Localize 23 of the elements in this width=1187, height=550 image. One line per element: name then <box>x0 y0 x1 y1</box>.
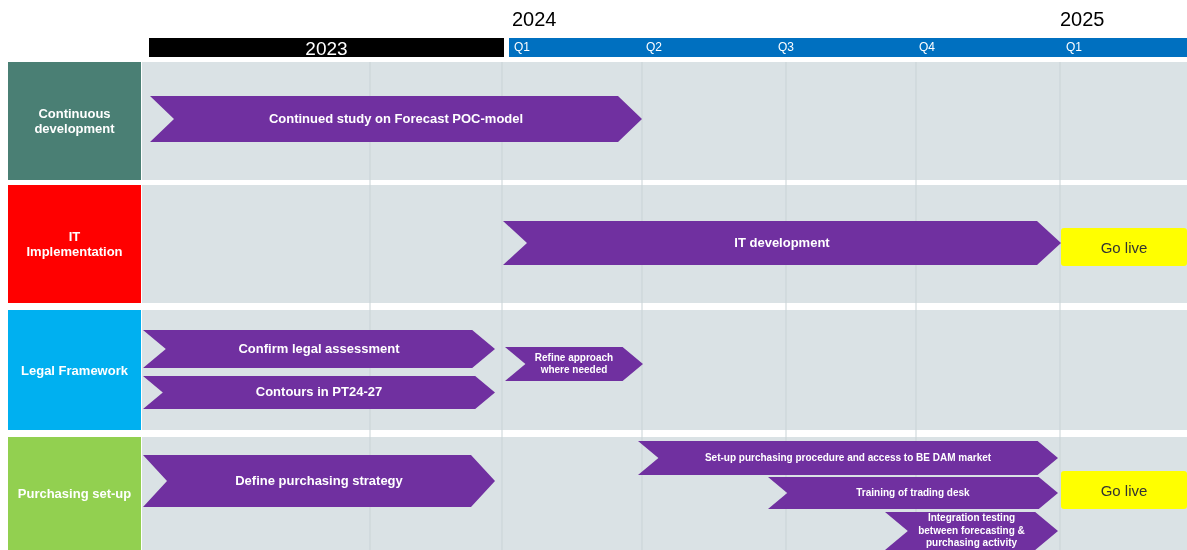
task-bar: IT development <box>503 221 1061 265</box>
lane-header: Continuous development <box>8 62 141 180</box>
quarter-label: Q2 <box>646 40 662 55</box>
task-bar: Integration testing between forecasting & purchasing activity <box>885 512 1058 550</box>
task-bar: Refine approach where needed <box>505 347 643 381</box>
quarter-label: Q1 <box>514 40 530 55</box>
lane-header: Legal Framework <box>8 310 141 430</box>
task-bar: Training of trading desk <box>768 477 1058 509</box>
year-bar: 2023 <box>149 38 504 57</box>
lane-header: Purchasing set-up <box>8 437 141 550</box>
lane-header: IT Implementation <box>8 185 141 303</box>
task-bar: Confirm legal assessment <box>143 330 495 368</box>
quarter-label: Q4 <box>919 40 935 55</box>
task-bar: Set-up purchasing procedure and access to BE DAM market <box>638 441 1058 475</box>
task-bar: Contours in PT24-27 <box>143 376 495 409</box>
milestone-callout: Go live <box>1061 471 1187 509</box>
year-label: 2024 <box>512 8 557 32</box>
year-label: 2025 <box>1060 8 1105 32</box>
quarter-label: Q3 <box>778 40 794 55</box>
task-bar: Continued study on Forecast POC-model <box>150 96 642 142</box>
quarter-label: Q1 <box>1066 40 1082 55</box>
milestone-callout: Go live <box>1061 228 1187 266</box>
task-bar: Define purchasing strategy <box>143 455 495 507</box>
